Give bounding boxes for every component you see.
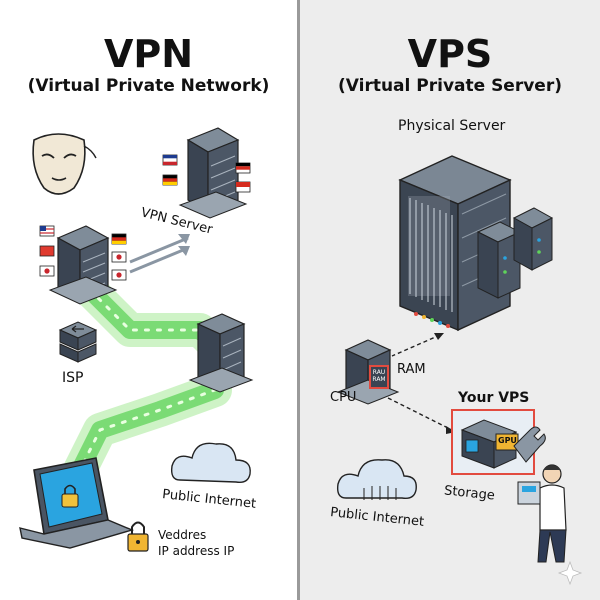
cpu-label: CPU (330, 390, 357, 405)
dashed-arrow-server (391, 333, 444, 357)
lock-icon-laptop (61, 484, 79, 508)
vps-subtitle: (Virtual Private Server) (337, 76, 562, 96)
dashed-arrow-vps (387, 397, 456, 434)
vps-title: VPS (407, 32, 493, 76)
vpn-server-icon (178, 127, 248, 219)
mask-icon (32, 133, 97, 195)
padlock-icon (127, 521, 149, 552)
ram-chip-label: RAU RAM (372, 369, 386, 383)
gpu-chip-label: GPU (498, 436, 517, 445)
vpn-subtitle: (Virtual Private Network) (27, 76, 270, 96)
vpn-title: VPN (103, 32, 194, 76)
your-vps-label: Your VPS (458, 390, 530, 406)
cloud-icon (170, 442, 251, 484)
cpu-ram-server-icon (336, 339, 400, 405)
flag-icons-client (39, 225, 127, 281)
physical-server-icon (398, 155, 512, 332)
cloud-icon-right (336, 459, 417, 500)
isp-router-icon (58, 321, 98, 363)
arrow-to-vpn-server (129, 234, 190, 274)
physical-server-label: Physical Server (398, 118, 506, 134)
isp-server-icon (188, 313, 254, 393)
server-blade-icons (476, 207, 554, 299)
laptop-icon (19, 457, 135, 549)
your-vps-icon (451, 409, 535, 475)
ip-address-label-line1: Veddres (158, 528, 207, 542)
client-server-icon (48, 225, 118, 305)
wrench-icon (513, 426, 546, 463)
ip-address-label-line2: IP address IP (158, 544, 235, 558)
flag-icons-vpn-server (162, 154, 251, 193)
panel-divider (297, 0, 300, 600)
ram-label: RAM (397, 362, 426, 377)
isp-label: ISP (62, 370, 84, 386)
person-icon (517, 464, 567, 563)
sparkle-icon (557, 560, 583, 586)
